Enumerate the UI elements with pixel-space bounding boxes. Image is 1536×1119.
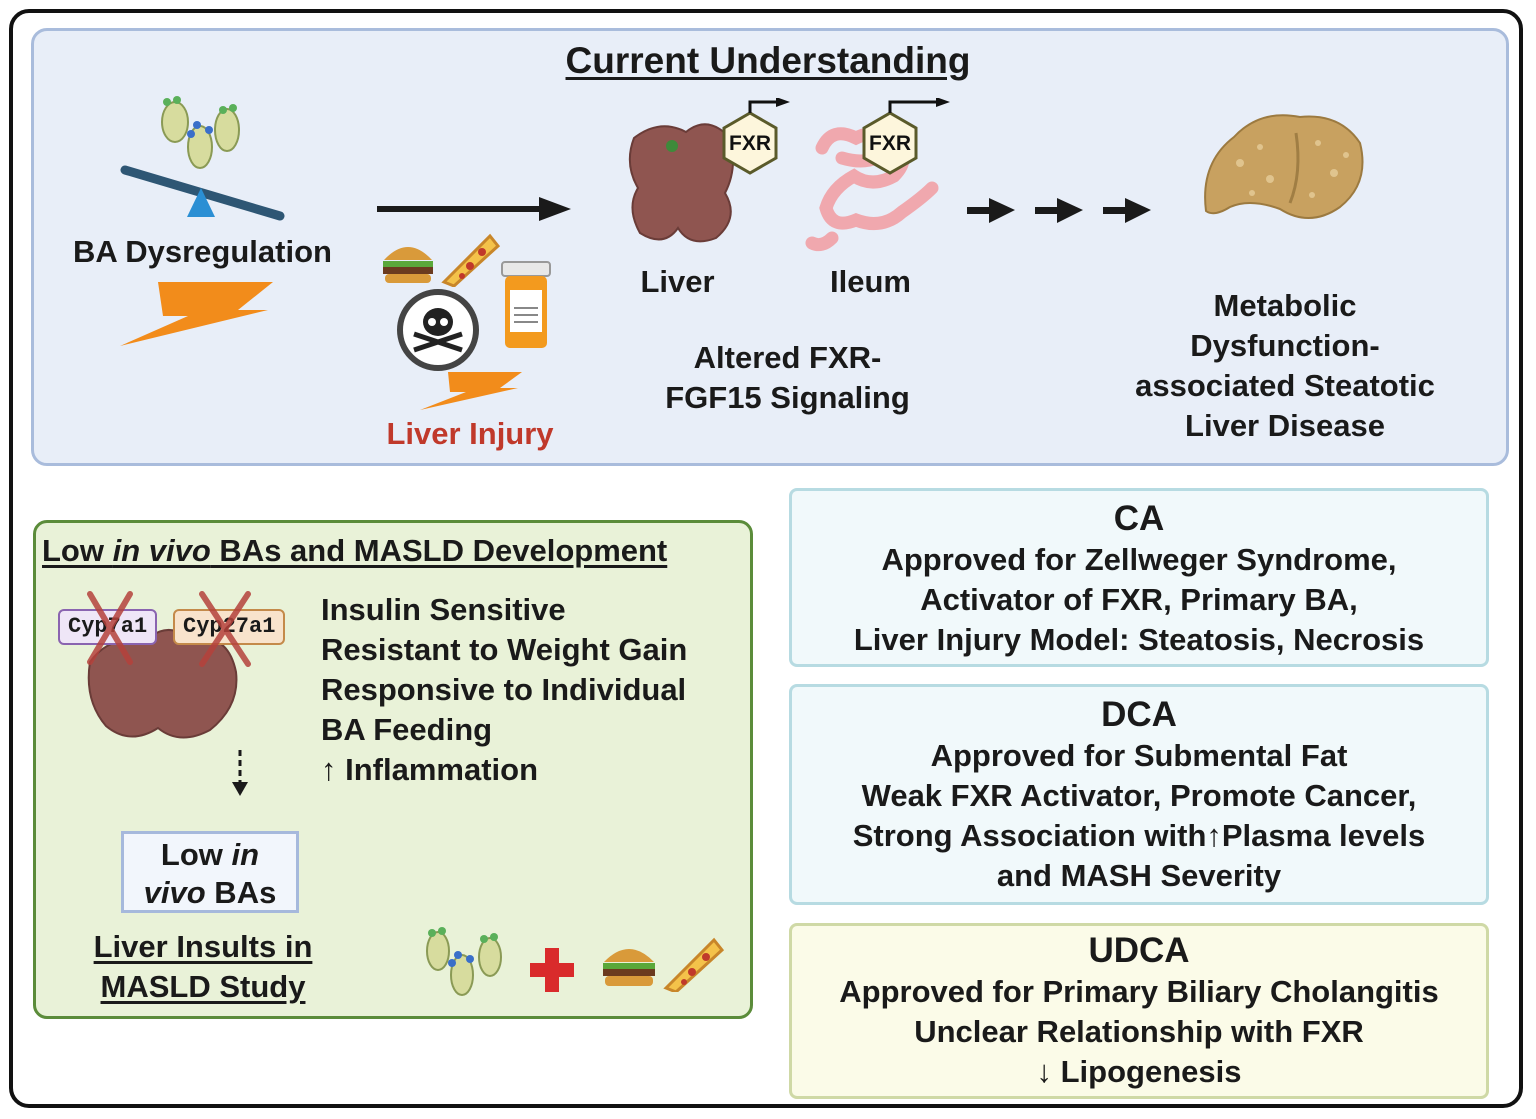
dashed-arrow-icon (232, 750, 248, 796)
burger-icon (383, 247, 433, 283)
ba-dysregulation-label: BA Dysregulation (73, 234, 332, 269)
burger-icon (603, 949, 655, 986)
phenotype-list: Insulin Sensitive Resistant to Weight Ga… (321, 590, 687, 790)
udca-title: UDCA (1088, 931, 1190, 970)
liver-fxr-label: FXR (729, 132, 771, 155)
low-ba-panel (33, 520, 753, 1019)
ileum-fxr-label: FXR (869, 132, 911, 155)
pill-bottle-icon (501, 261, 551, 348)
steatotic-liver-icon (1204, 114, 1364, 219)
long-arrow-icon (377, 197, 571, 221)
plus-icon (530, 948, 574, 992)
dca-title: DCA (1101, 695, 1177, 734)
phenotype-item: Resistant to Weight Gain (321, 632, 688, 667)
ba-molecules-seesaw-icon (120, 96, 285, 221)
pizza-icon (441, 233, 500, 287)
panel-title: Current Understanding (565, 40, 971, 81)
dca-box: DCA Approved for Submental Fat Weak FXR … (789, 684, 1489, 905)
phenotype-item: Responsive to Individual (321, 672, 687, 707)
phenotype-item: ↑ Inflammation (321, 752, 539, 787)
ca-title: CA (1113, 499, 1165, 538)
low-ba-panel-title: Low in vivo BAs and MASLD Development (42, 533, 668, 568)
low-in-vivo-bas-box: Low in vivo BAs (121, 831, 299, 913)
ileum-label: Ileum (830, 264, 911, 299)
cascade-arrows-icon (967, 198, 1151, 223)
liver-label: Liver (640, 264, 715, 299)
udca-box: UDCA Approved for Primary Biliary Cholan… (789, 923, 1489, 1099)
ileum-fxr-icon: FXR (805, 98, 950, 252)
ba-molecules-icon (426, 927, 502, 996)
signaling-label: Altered FXR-FGF15 Signaling (665, 340, 910, 415)
liver-fxr-icon: FXR (628, 98, 790, 243)
knockout-cross-icon (87, 591, 251, 667)
toxin-skull-icon (397, 289, 479, 371)
phenotype-item: Insulin Sensitive (321, 592, 566, 627)
liver-injury-label: Liver Injury (386, 416, 554, 451)
ca-box: CA Approved for Zellweger Syndrome, Acti… (789, 488, 1489, 667)
lightning-bolt-icon (120, 282, 273, 346)
pizza-icon (663, 937, 724, 992)
phenotype-item: BA Feeding (321, 712, 493, 747)
outer-frame (9, 9, 1523, 1108)
lightning-bolt-small-icon (420, 372, 522, 410)
